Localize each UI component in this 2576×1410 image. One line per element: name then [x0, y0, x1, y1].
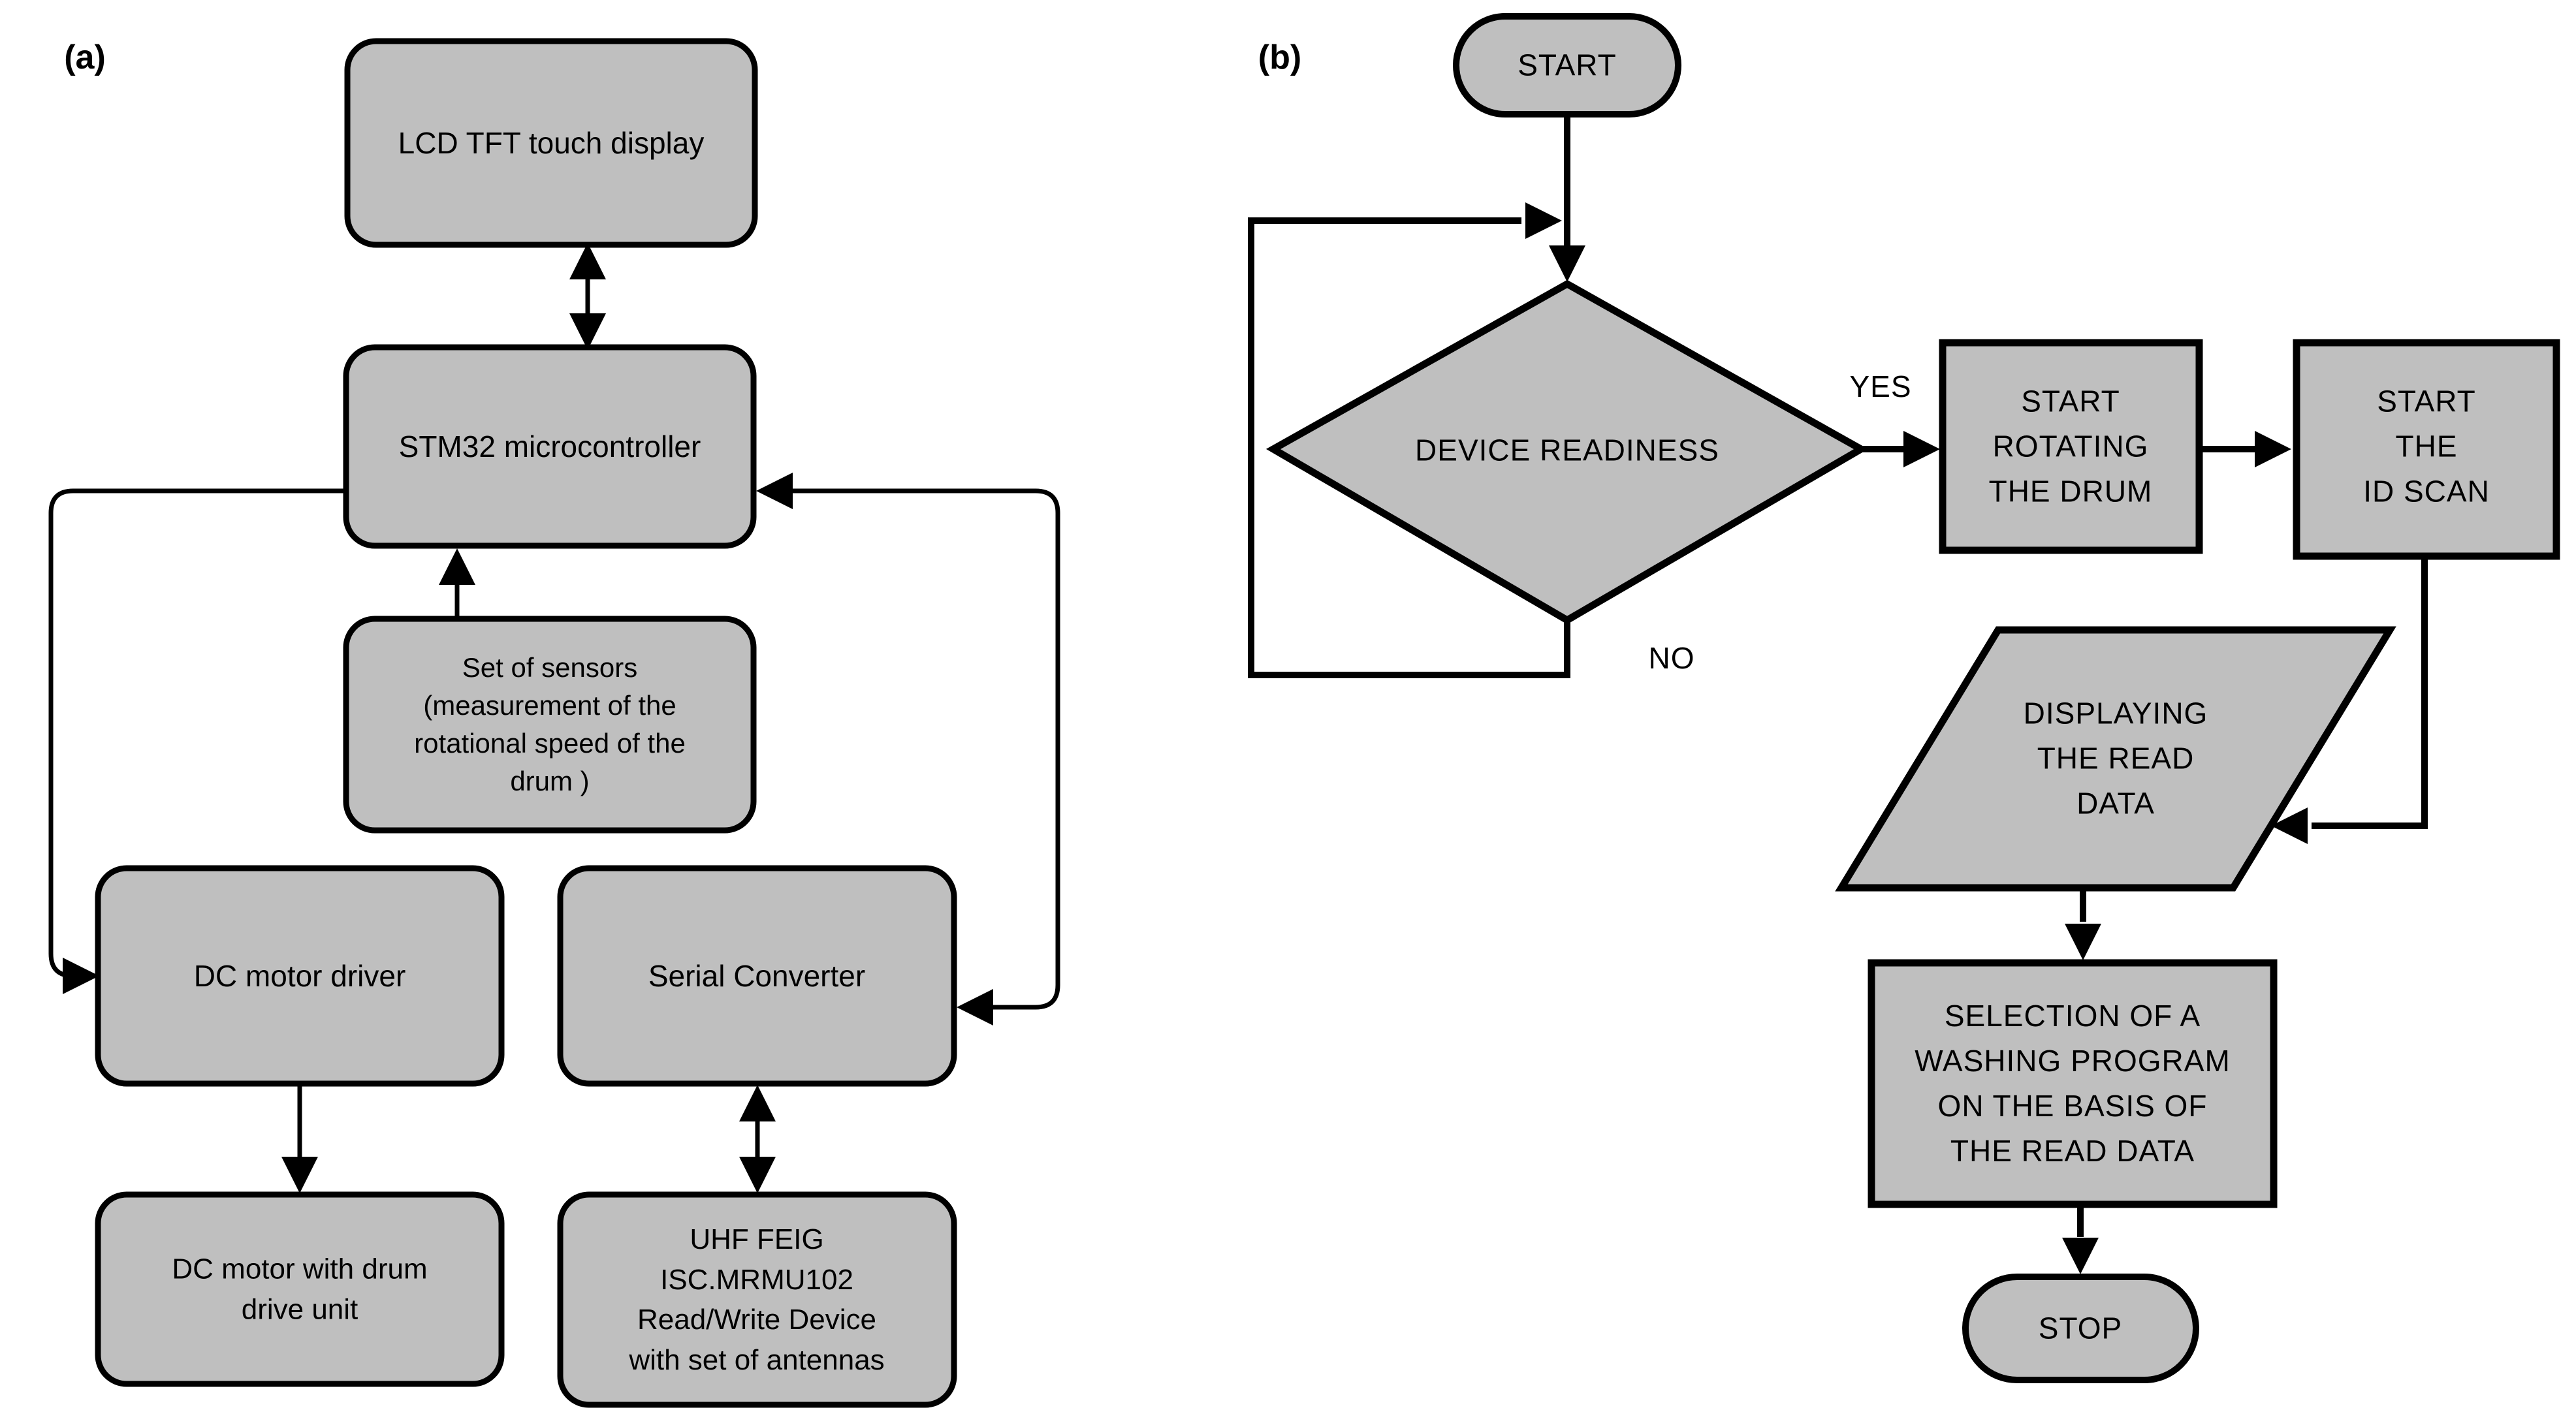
arrowhead-up-into-stm32-bottom	[439, 548, 475, 585]
arrowhead-down-into-uhf	[739, 1157, 776, 1193]
selection-label: SELECTION OF A WASHING PROGRAM ON THE BA…	[1915, 999, 2231, 1168]
arrowhead-left-into-display	[2271, 807, 2308, 844]
stm32-box	[343, 344, 757, 549]
start-label: START	[1518, 48, 1617, 82]
stop-terminator	[1962, 1274, 2199, 1383]
arrowhead-right-loop-rejoin	[1525, 202, 1562, 239]
connector-serial-stm32	[791, 488, 1060, 1010]
dc-motor-label: DC motor with drum drive unit	[172, 1253, 428, 1325]
dc-driver-label: DC motor driver	[193, 958, 406, 993]
display-parallelogram	[1835, 626, 2396, 892]
arrowhead-right-into-rotate	[1903, 431, 1940, 467]
display-label: DISPLAYING THE READ DATA	[2023, 696, 2208, 821]
arrowhead-up-into-serial-bottom	[739, 1085, 776, 1121]
rotate-box	[1939, 339, 2203, 554]
lcd-box	[344, 38, 758, 248]
readiness-diamond	[1265, 279, 1869, 625]
arrowhead-up-into-lcd	[569, 243, 606, 279]
arrowhead-down-into-selection	[2065, 924, 2101, 960]
sensors-box	[343, 616, 757, 834]
start-terminator	[1453, 13, 1681, 118]
dc-motor-box	[95, 1191, 505, 1387]
stm32-label: STM32 microcontroller	[398, 429, 701, 463]
dc-driver-box	[95, 865, 505, 1087]
rotate-label: START ROTATING THE DRUM	[1988, 384, 2153, 509]
arrowhead-left-into-serial-right	[957, 989, 993, 1026]
stop-label: STOP	[2038, 1311, 2123, 1345]
arrowhead-down-into-diamond	[1549, 245, 1585, 282]
arrowhead-right-into-dcdriver	[63, 958, 99, 994]
idscan-label: START THE ID SCAN	[2363, 384, 2490, 509]
panel-a-tag: (a)	[64, 39, 106, 76]
idscan-box	[2293, 339, 2560, 560]
serial-converter-label: Serial Converter	[648, 958, 866, 993]
lcd-label: LCD TFT touch display	[398, 125, 705, 160]
uhf-reader-box	[557, 1191, 957, 1408]
arrowhead-right-into-idscan	[2255, 431, 2291, 467]
uhf-reader-label: UHF FEIG ISC.MRMU102 Read/Write Device w…	[629, 1223, 885, 1376]
sensors-label: Set of sensors (measurement of the rotat…	[414, 652, 686, 796]
arrowhead-down-into-stm32	[569, 313, 606, 350]
yes-edge-label: YES	[1849, 369, 1912, 403]
connector-idscan-display	[2312, 556, 2428, 829]
arrowhead-left-into-stm32-right	[756, 473, 793, 509]
no-edge-label: NO	[1648, 640, 1695, 675]
panel-b-tag: (b)	[1258, 39, 1302, 76]
readiness-label: DEVICE READINESS	[1415, 433, 1719, 467]
selection-box	[1868, 959, 2278, 1208]
serial-converter-box	[557, 865, 957, 1087]
arrowhead-down-into-stop	[2062, 1238, 2099, 1274]
arrowhead-down-into-dcmotor	[281, 1157, 318, 1193]
connector-no-loop	[1248, 217, 1570, 678]
